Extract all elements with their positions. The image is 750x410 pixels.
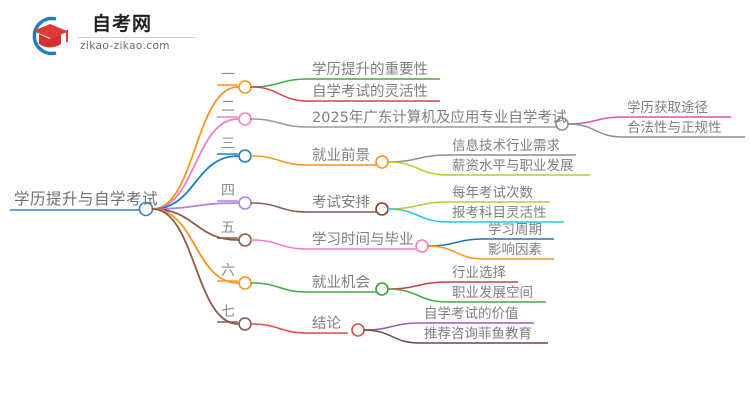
mindmap-connector xyxy=(151,208,239,241)
topic-node-就业机会[interactable] xyxy=(375,282,389,296)
root-node-label[interactable]: 学历提升与自学考试 xyxy=(14,190,159,208)
subtopic-报考科目灵活性[interactable]: 报考科目灵活性 xyxy=(452,205,547,221)
branch-numeral-7[interactable]: 七 xyxy=(221,304,235,320)
logo-divider xyxy=(78,37,196,38)
subtopic-行业选择[interactable]: 行业选择 xyxy=(452,265,506,281)
graduation-cap-icon xyxy=(32,16,68,56)
branch-numeral-4[interactable]: 四 xyxy=(221,183,235,199)
logo-text-block: 自考网 zikao-zikao.com xyxy=(78,12,202,53)
topic-node-就业前景[interactable] xyxy=(375,155,389,169)
branch-node-2[interactable] xyxy=(238,112,252,126)
topic-学习时间与毕业[interactable]: 学习时间与毕业 xyxy=(312,232,414,248)
mindmap-connector xyxy=(387,161,449,176)
branch-node-3[interactable] xyxy=(238,149,252,163)
branch-numeral-6[interactable]: 六 xyxy=(221,263,235,279)
topic-node-结论[interactable] xyxy=(351,323,365,337)
mindmap-connector xyxy=(151,155,239,210)
mindmap-connector xyxy=(250,202,309,213)
branch-node-7[interactable] xyxy=(238,317,252,331)
mindmap-connector xyxy=(427,238,485,247)
site-logo: 自考网 zikao-zikao.com xyxy=(26,12,206,60)
subtopic-自学考试的价值[interactable]: 自学考试的价值 xyxy=(424,306,519,322)
branch-numeral-3[interactable]: 三 xyxy=(221,136,235,152)
topic-就业机会[interactable]: 就业机会 xyxy=(312,275,370,291)
branch-node-4[interactable] xyxy=(238,196,252,210)
mindmap-connector xyxy=(250,78,309,88)
subtopic-推荐咨询菲鱼教育[interactable]: 推荐咨询菲鱼教育 xyxy=(424,326,532,342)
logo-site-url: zikao-zikao.com xyxy=(80,40,170,52)
subtopic-每年考试次数[interactable]: 每年考试次数 xyxy=(452,185,533,201)
mindmap-connector xyxy=(387,281,449,290)
mindmap-connector xyxy=(387,208,449,223)
topic-node-考试安排[interactable] xyxy=(375,202,389,216)
mindmap-connector xyxy=(363,322,421,331)
branch-node-1[interactable] xyxy=(238,80,252,94)
logo-site-name: 自考网 xyxy=(92,13,153,35)
branch-numeral-5[interactable]: 五 xyxy=(221,220,235,236)
mindmap-connector xyxy=(387,288,449,303)
mindmap-connector xyxy=(567,116,624,125)
mindmap-connector xyxy=(250,323,309,334)
topic-node-学习时间与毕业[interactable] xyxy=(415,239,429,253)
topic-就业前景[interactable]: 就业前景 xyxy=(312,148,370,164)
topic-结论[interactable]: 结论 xyxy=(312,316,341,332)
mindmap-connector xyxy=(151,208,239,284)
mindmap-connector xyxy=(151,118,239,210)
topic-2025年广东计算机及应用专业自学考试[interactable]: 2025年广东计算机及应用专业自学考试 xyxy=(312,110,567,126)
mindmap-connector xyxy=(151,208,239,325)
mindmap-connector xyxy=(250,239,309,250)
branch-node-5[interactable] xyxy=(238,233,252,247)
mindmap-connector xyxy=(427,245,485,260)
mindmap-connector xyxy=(363,329,421,344)
mindmap-connector xyxy=(567,123,624,138)
mindmap-connector xyxy=(387,201,449,210)
subtopic-合法性与正规性[interactable]: 合法性与正规性 xyxy=(627,120,722,136)
branch-numeral-2[interactable]: 二 xyxy=(221,99,235,115)
topic-自学考试的灵活性[interactable]: 自学考试的灵活性 xyxy=(312,84,428,100)
branch-node-6[interactable] xyxy=(238,276,252,290)
mindmap-connector xyxy=(250,86,309,102)
topic-学历提升的重要性[interactable]: 学历提升的重要性 xyxy=(312,62,428,78)
branch-numeral-1[interactable]: 一 xyxy=(221,67,235,83)
mindmap-connector xyxy=(387,154,449,163)
mindmap-connector xyxy=(250,118,309,128)
subtopic-信息技术行业需求[interactable]: 信息技术行业需求 xyxy=(452,138,560,154)
mindmap-connector xyxy=(151,86,239,210)
mindmap-connector xyxy=(151,202,239,210)
topic-考试安排[interactable]: 考试安排 xyxy=(312,195,370,211)
subtopic-职业发展空间[interactable]: 职业发展空间 xyxy=(452,285,533,301)
subtopic-学习周期[interactable]: 学习周期 xyxy=(488,222,542,238)
mindmap-connector xyxy=(250,155,309,166)
subtopic-学历获取途径[interactable]: 学历获取途径 xyxy=(627,100,708,116)
subtopic-影响因素[interactable]: 影响因素 xyxy=(488,242,542,258)
mindmap-connector xyxy=(250,282,309,293)
subtopic-薪资水平与职业发展[interactable]: 薪资水平与职业发展 xyxy=(452,158,574,174)
